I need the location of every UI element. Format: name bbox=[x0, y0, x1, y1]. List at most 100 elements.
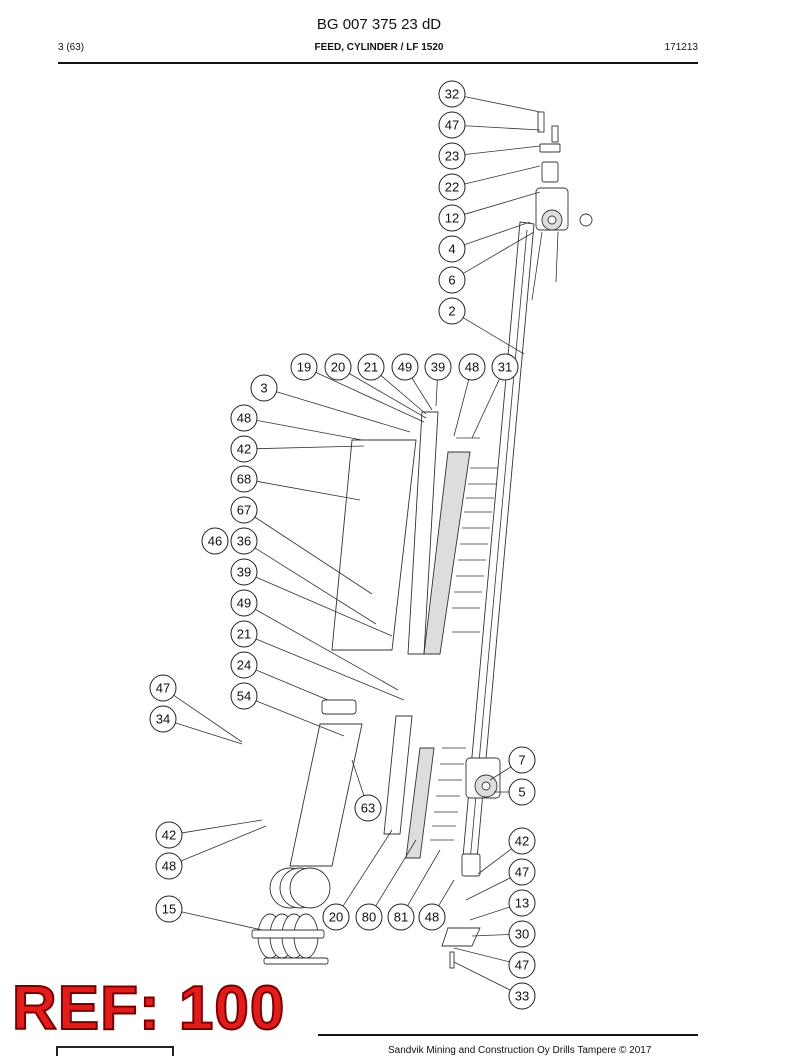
end-block bbox=[461, 853, 481, 877]
callout-label: 34 bbox=[156, 712, 170, 727]
leader-line bbox=[477, 848, 512, 875]
leader-line bbox=[407, 849, 441, 906]
callout-22: 22 bbox=[438, 173, 466, 201]
callout-label: 20 bbox=[331, 360, 345, 375]
leader-line bbox=[254, 547, 377, 625]
callout-67: 67 bbox=[230, 496, 258, 524]
callout-circle bbox=[230, 435, 258, 463]
callout-7: 7 bbox=[508, 746, 536, 774]
logo bbox=[56, 1046, 174, 1056]
clamp-set bbox=[321, 699, 357, 715]
leader-line bbox=[351, 759, 365, 796]
leader-line bbox=[464, 96, 541, 113]
leader-line bbox=[471, 378, 500, 439]
callout-label: 15 bbox=[162, 902, 176, 917]
callout-6: 6 bbox=[438, 266, 466, 294]
callout-circle bbox=[438, 297, 466, 325]
callout-39: 39 bbox=[424, 353, 452, 381]
callout-circle bbox=[230, 404, 258, 432]
callout-42: 42 bbox=[230, 435, 258, 463]
callout-49: 49 bbox=[230, 589, 258, 617]
callout-19: 19 bbox=[290, 353, 318, 381]
document-number: BG 007 375 23 dD bbox=[316, 16, 442, 33]
leader-line bbox=[181, 819, 263, 834]
callout-21: 21 bbox=[357, 353, 385, 381]
leader-line bbox=[255, 669, 329, 701]
leader-line bbox=[465, 877, 511, 901]
leader-line bbox=[469, 906, 510, 921]
callout-circle bbox=[149, 705, 177, 733]
callout-circle bbox=[250, 374, 278, 402]
callout-49: 49 bbox=[391, 353, 419, 381]
callout-label: 6 bbox=[448, 273, 455, 288]
callout-label: 68 bbox=[237, 472, 251, 487]
callout-circle bbox=[438, 111, 466, 139]
callout-circle bbox=[201, 527, 229, 555]
leader-line bbox=[471, 934, 510, 937]
callout-label: 22 bbox=[445, 180, 459, 195]
callout-42: 42 bbox=[508, 827, 536, 855]
callout-label: 63 bbox=[361, 801, 375, 816]
parts-illustration bbox=[251, 111, 593, 969]
callout-circle bbox=[230, 682, 258, 710]
callout-label: 31 bbox=[498, 360, 512, 375]
callout-68: 68 bbox=[230, 465, 258, 493]
leader-line bbox=[462, 317, 525, 355]
callout-20: 20 bbox=[324, 353, 352, 381]
callout-12: 12 bbox=[438, 204, 466, 232]
bolt-set-lower bbox=[430, 747, 466, 841]
callout-21: 21 bbox=[230, 620, 258, 648]
callout-circle bbox=[508, 827, 536, 855]
callout-label: 47 bbox=[515, 865, 529, 880]
leader-line bbox=[255, 638, 405, 701]
callout-circle bbox=[357, 353, 385, 381]
callout-circle bbox=[438, 80, 466, 108]
callout-circle bbox=[155, 852, 183, 880]
callout-15: 15 bbox=[155, 895, 183, 923]
callout-80: 80 bbox=[355, 903, 383, 931]
callout-36: 36 bbox=[230, 527, 258, 555]
callout-31: 31 bbox=[491, 353, 519, 381]
leader-line bbox=[255, 700, 345, 737]
callout-circle bbox=[149, 674, 177, 702]
callout-label: 54 bbox=[237, 689, 251, 704]
callout-23: 23 bbox=[438, 142, 466, 170]
bottom-bracket bbox=[441, 927, 481, 947]
footer-rule bbox=[318, 1034, 698, 1036]
callout-circle bbox=[290, 353, 318, 381]
callout-circle bbox=[355, 903, 383, 931]
leader-line bbox=[181, 911, 263, 931]
callout-label: 36 bbox=[237, 534, 251, 549]
callout-47: 47 bbox=[149, 674, 177, 702]
leader-line bbox=[464, 145, 541, 155]
leader-line bbox=[489, 766, 512, 781]
slide-plate-lower bbox=[289, 723, 363, 867]
callout-48: 48 bbox=[458, 353, 486, 381]
callout-label: 81 bbox=[394, 910, 408, 925]
callout-13: 13 bbox=[508, 889, 536, 917]
date-code: 171213 bbox=[664, 42, 698, 53]
callout-label: 7 bbox=[518, 753, 525, 768]
callout-circle bbox=[438, 235, 466, 263]
leader-line bbox=[464, 165, 541, 185]
callout-circle bbox=[438, 204, 466, 232]
callout-circle bbox=[508, 778, 536, 806]
rail-lower bbox=[383, 715, 413, 835]
callout-circle bbox=[508, 982, 536, 1010]
ref-stamp: REF: 100 bbox=[11, 974, 286, 1043]
callout-46: 46 bbox=[201, 527, 229, 555]
leader-line bbox=[438, 879, 455, 907]
callout-54: 54 bbox=[230, 682, 258, 710]
callout-circle bbox=[155, 895, 183, 923]
callout-label: 42 bbox=[515, 834, 529, 849]
callout-circle bbox=[424, 353, 452, 381]
leader-line bbox=[453, 379, 470, 437]
callout-circle bbox=[508, 746, 536, 774]
leader-line bbox=[255, 609, 399, 691]
callout-48: 48 bbox=[155, 852, 183, 880]
hose-reel bbox=[251, 867, 331, 965]
callout-circle bbox=[230, 496, 258, 524]
leader-line bbox=[349, 373, 427, 419]
